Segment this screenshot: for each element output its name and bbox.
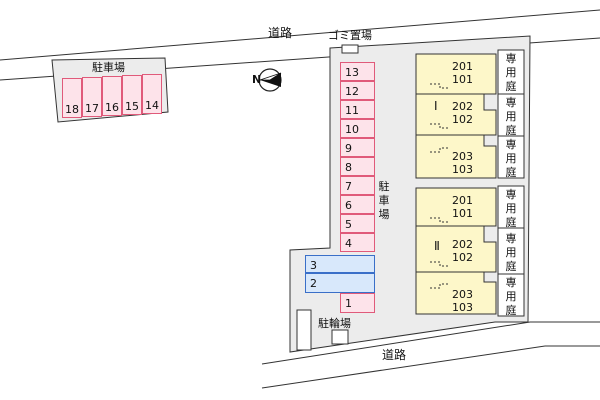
- building-1-name: Ⅰ: [434, 99, 438, 113]
- garden-label: 専用庭: [505, 276, 517, 317]
- parking-slot-17: 17: [82, 77, 102, 117]
- parking-slot-16: 16: [102, 76, 122, 116]
- parking-main-label: 駐車場: [378, 180, 390, 221]
- parking-slot-3: 3: [305, 255, 375, 273]
- parking-slot-7: 7: [340, 176, 375, 195]
- garden-label: 専用庭: [505, 188, 517, 229]
- parking-slot-8: 8: [340, 157, 375, 176]
- bike-box-1: [296, 309, 312, 351]
- garden-label: 専用庭: [505, 232, 517, 273]
- bike-parking-label: 駐輪場: [318, 317, 351, 330]
- parking-slot-14: 14: [142, 74, 162, 114]
- garden-label: 専用庭: [505, 138, 517, 179]
- road-label-bottom: 道路: [382, 348, 407, 362]
- parking-slot-4: 4: [340, 233, 375, 252]
- parking-slot-13: 13: [340, 62, 375, 81]
- parking-slot-18: 18: [62, 78, 82, 118]
- building-1: [415, 49, 525, 179]
- garbage-box: [341, 44, 359, 54]
- parking-slot-12: 12: [340, 81, 375, 100]
- parking-slot-5: 5: [340, 214, 375, 233]
- road-label-top: 道路: [268, 26, 293, 40]
- garbage-label: ゴミ置場: [328, 29, 372, 42]
- building-2: [415, 185, 525, 317]
- garden-label: 専用庭: [505, 96, 517, 137]
- parking-slot-6: 6: [340, 195, 375, 214]
- offsite-parking-label: 駐車場: [92, 61, 125, 74]
- garden-label: 専用庭: [505, 52, 517, 93]
- parking-slot-10: 10: [340, 119, 375, 138]
- bike-box-2: [331, 329, 349, 345]
- parking-slot-1: 1: [340, 293, 375, 313]
- building-2-name: Ⅱ: [434, 239, 440, 253]
- compass-icon: [258, 68, 282, 92]
- parking-slot-11: 11: [340, 100, 375, 119]
- parking-slot-9: 9: [340, 138, 375, 157]
- parking-slot-15: 15: [122, 75, 142, 115]
- compass-north-label: N: [252, 73, 262, 86]
- parking-slot-2: 2: [305, 273, 375, 293]
